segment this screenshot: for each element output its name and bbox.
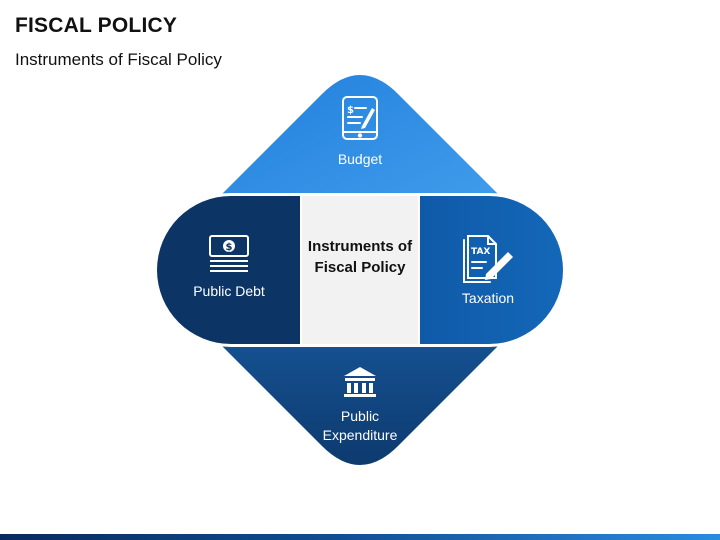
bank-building-icon — [344, 367, 376, 397]
svg-text:$: $ — [347, 105, 354, 116]
public-debt-label: Public Debt — [193, 283, 265, 299]
footer-accent-bar — [0, 534, 720, 540]
tax-document-icon: TAX — [463, 235, 513, 283]
page-subtitle: Instruments of Fiscal Policy — [15, 50, 222, 69]
public-expenditure-line2: Expenditure — [322, 427, 398, 443]
center-title: Instruments of Fiscal Policy — [307, 238, 413, 276]
public-expenditure-label: Public Expenditure — [300, 407, 420, 445]
center-segment — [301, 196, 419, 344]
page-title: FISCAL POLICY — [15, 14, 178, 37]
public-expenditure-line1: Public — [340, 408, 380, 424]
budget-label: Budget — [337, 151, 383, 167]
tablet-check-icon: $ — [342, 96, 378, 140]
taxation-label: Taxation — [461, 290, 515, 306]
svg-text:$: $ — [226, 242, 233, 253]
svg-text:TAX: TAX — [471, 247, 490, 257]
money-stack-icon: $ — [209, 235, 249, 272]
